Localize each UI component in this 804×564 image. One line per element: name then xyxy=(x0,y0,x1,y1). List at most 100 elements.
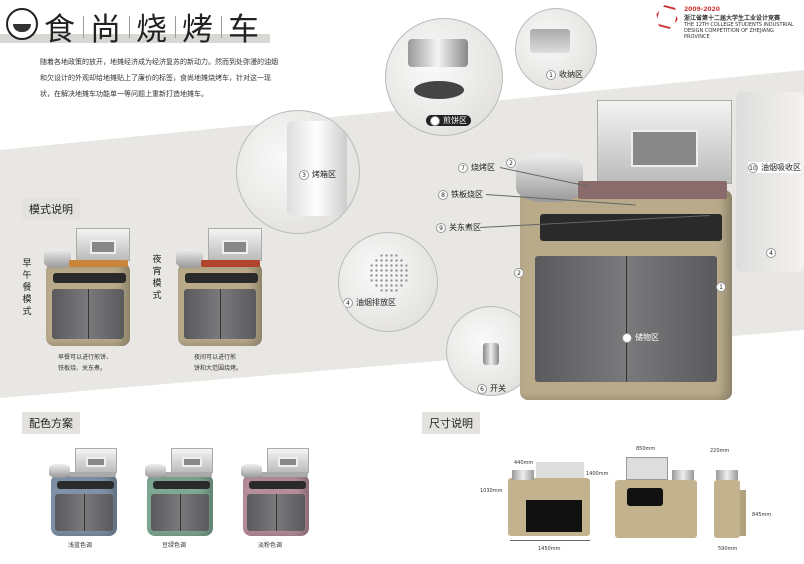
cart-panel xyxy=(185,272,259,284)
cart-door xyxy=(534,256,718,382)
badge-name-en: THE 12TH COLLEGE STUDENTS INDUSTRIAL DES… xyxy=(684,22,794,40)
dim-side-pot xyxy=(716,470,738,480)
title-underline xyxy=(0,34,270,43)
cart-door xyxy=(151,493,209,531)
cart-door xyxy=(55,493,113,531)
color-cart-pink xyxy=(238,448,314,536)
callout-number: 9 xyxy=(436,222,446,233)
callout-label: 收纳区 xyxy=(559,70,583,79)
dim-back-hood xyxy=(626,457,668,480)
callout-label: 关东煮区 xyxy=(449,223,481,232)
callout-label: 煎饼区 xyxy=(443,116,467,125)
cart-door xyxy=(51,289,125,339)
callout-label: 油烟吸收区 xyxy=(761,163,801,172)
main-cart-render xyxy=(506,100,746,400)
cart-top xyxy=(200,259,261,267)
mode-desc-line: 铁板烧、关东煮。 xyxy=(58,365,107,372)
dim-side-handle xyxy=(740,490,746,536)
cart-panel xyxy=(56,481,115,490)
cart-hood xyxy=(170,448,214,473)
callout-label: 开关 xyxy=(490,384,506,393)
callout-number: 8 xyxy=(438,189,448,200)
cart-pot xyxy=(49,463,71,478)
title-char: 烤 xyxy=(182,12,215,48)
title-char: 尚 xyxy=(90,12,123,48)
cart-panel xyxy=(53,272,127,284)
title-char: 食 xyxy=(44,12,77,48)
dim-label: 1450mm xyxy=(538,546,561,552)
title-char: 车 xyxy=(228,12,261,48)
dim-label: 845mm xyxy=(752,512,772,518)
mode-name: 夜宵模式 xyxy=(152,255,162,301)
cart-pot xyxy=(43,249,71,269)
callout-number: 1 xyxy=(546,69,556,80)
callout-number: 5 xyxy=(622,332,632,343)
dim-label: 1030mm xyxy=(480,488,503,494)
callout-number: 4 xyxy=(343,297,353,308)
dim-label: 590mm xyxy=(718,546,738,552)
cart-door xyxy=(247,493,305,531)
callout-number: 7 xyxy=(458,162,468,173)
badge-years: 2009-2020 xyxy=(684,6,720,13)
mode-cart-brunch xyxy=(40,228,136,346)
cart-panel xyxy=(248,481,307,490)
dim-back-pot xyxy=(672,470,694,480)
dim-label: 440mm xyxy=(514,460,534,466)
dim-front-view xyxy=(508,478,590,536)
cart-top xyxy=(260,471,308,478)
mode-desc-line: 夜间可以进行煎 xyxy=(194,354,237,361)
mode-desc-line: 饼和大范围烧烤。 xyxy=(194,365,243,372)
intro-text: 随着各地政策的放开，地摊经济成为经济复苏的新动力。然而到处弥漫的油烟和欠设计的外… xyxy=(40,58,278,98)
color-name: 浅蓝色调 xyxy=(68,542,93,549)
badge-name-cn: 浙江省第十二届大学生工业设计竞赛 xyxy=(684,15,781,22)
color-cart-blue xyxy=(46,448,122,536)
mode-desc: 夜间可以进行煎饼和大范围烧烤。 xyxy=(194,352,242,374)
callout-label: 烤箱区 xyxy=(312,170,336,179)
cart-top xyxy=(164,471,212,478)
mode-cart-night xyxy=(172,228,268,346)
callout-number: 6 xyxy=(477,383,487,394)
section-title-modes: 模式说明 xyxy=(22,198,80,220)
dim-front-hood xyxy=(536,462,584,478)
marker-number: 4 xyxy=(766,248,776,258)
section-title-colors: 配色方案 xyxy=(22,412,80,434)
section-title-dimensions: 尺寸说明 xyxy=(422,412,480,434)
mode-desc-line: 早餐可以进行煎饼、 xyxy=(58,354,113,361)
dim-front-pot xyxy=(512,470,534,480)
cart-top xyxy=(68,259,129,267)
cart-hood xyxy=(597,100,732,184)
dim-label: 850mm xyxy=(636,446,656,452)
dim-side-view xyxy=(714,480,740,538)
mode-name: 早午餐模式 xyxy=(22,259,32,317)
cart-hood xyxy=(208,228,263,262)
mode-desc: 早餐可以进行煎饼、铁板烧、关东煮。 xyxy=(58,352,112,374)
cart-hood xyxy=(266,448,310,473)
callout-number: 3 xyxy=(299,169,309,180)
callout-label: 铁板烧区 xyxy=(451,190,483,199)
title-char: 烧 xyxy=(136,12,169,48)
cart-top xyxy=(578,181,727,199)
cart-pot xyxy=(175,249,203,269)
bbq-bowl-logo-icon xyxy=(6,8,38,40)
cart-back-view xyxy=(736,92,804,272)
callout-number: 10 xyxy=(748,162,758,173)
color-cart-green xyxy=(142,448,218,536)
callout-number: 2 xyxy=(430,115,440,126)
dim-label: 220mm xyxy=(710,448,730,454)
cart-hood xyxy=(76,228,131,262)
cart-pot xyxy=(145,463,167,478)
cart-pot xyxy=(241,463,263,478)
dim-label: 1400mm xyxy=(586,471,609,477)
callout-label: 烧烤区 xyxy=(471,163,495,172)
marker-number: 2 xyxy=(514,268,524,278)
cart-panel xyxy=(152,481,211,490)
marker-number: 2 xyxy=(506,158,516,168)
competition-badge: 2009-2020 浙江省第十二届大学生工业设计竞赛 THE 12TH COLL… xyxy=(684,6,794,40)
cart-hood xyxy=(74,448,118,473)
cart-door xyxy=(183,289,257,339)
dim-back-view xyxy=(615,480,697,538)
